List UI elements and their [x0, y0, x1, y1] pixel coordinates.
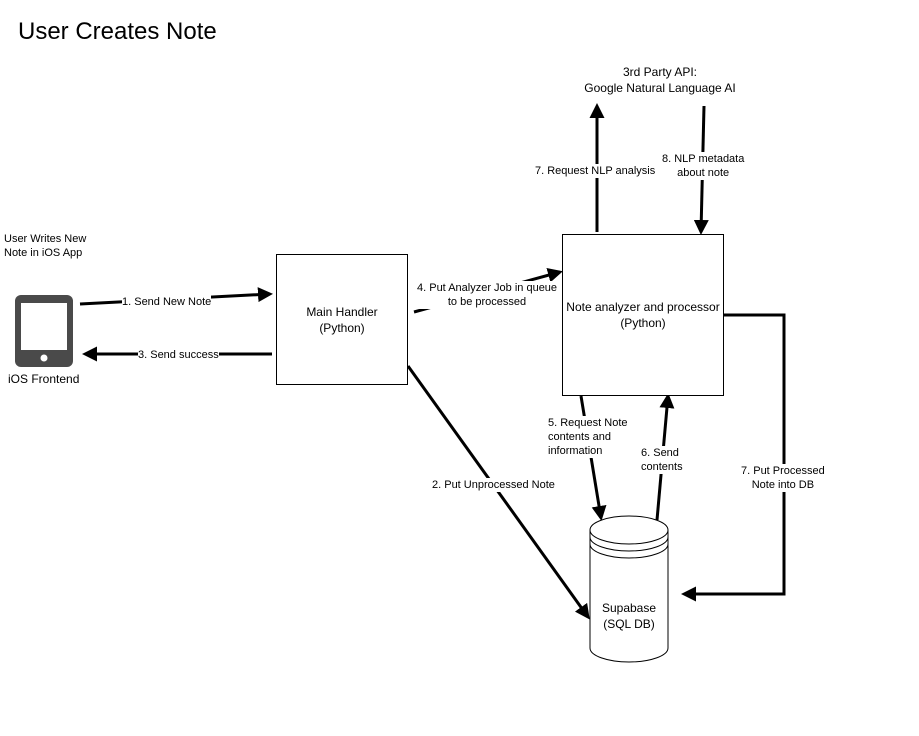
edge-8-label-line1: 8. NLP metadata [662, 153, 745, 165]
edge-8-label-line2: about note [677, 167, 730, 179]
edge-5-label: 5. Request Note contents and information [548, 416, 628, 458]
edge-5-label-line2: contents and [548, 431, 611, 443]
edge-3-label: 3. Send success [138, 348, 219, 362]
actor-caption: User Writes New Note in iOS App [4, 232, 86, 260]
edge-7-request-label: 7. Request NLP analysis [535, 164, 656, 178]
api-title: 3rd Party API: [622, 65, 698, 79]
edge-6-label-line2: contents [641, 461, 683, 473]
edge-6-label-line1: 6. Send [641, 447, 679, 459]
edge-7-put-label: 7. Put Processed Note into DB [741, 464, 825, 492]
edge-6-label: 6. Send contents [641, 446, 683, 474]
main-handler-title: Main Handler [306, 304, 378, 319]
page-title: User Creates Note [18, 18, 217, 45]
analyzer-box: Note analyzer and processor (Python) [562, 234, 724, 396]
edge-4-label: 4. Put Analyzer Job in queue to be proce… [417, 281, 558, 309]
main-handler-subtitle: (Python) [319, 320, 365, 335]
edge-5-label-line3: information [548, 445, 603, 457]
edge-8-label: 8. NLP metadata about note [662, 152, 745, 180]
edge-7-put-arrow [681, 313, 786, 602]
edge-4-label-line1: 4. Put Analyzer Job in queue [417, 282, 558, 294]
edge-5-label-line1: 5. Request Note [548, 417, 628, 429]
database-title: Supabase [601, 601, 657, 615]
api-subtitle: Google Natural Language AI [584, 81, 736, 95]
edge-7-put-label-line2: Note into DB [751, 479, 815, 491]
edge-7-put-label-line1: 7. Put Processed [741, 465, 825, 477]
edge-4-label-line2: to be processed [447, 296, 527, 308]
edge-2-label: 2. Put Unprocessed Note [432, 478, 555, 492]
ios-device-icon [15, 295, 73, 367]
third-party-api-label: 3rd Party API: Google Natural Language A… [560, 64, 760, 96]
analyzer-subtitle: (Python) [620, 316, 666, 330]
database-cylinder [589, 515, 669, 663]
actor-caption-line2: Note in iOS App [4, 247, 83, 259]
ios-frontend-label: iOS Frontend [8, 372, 80, 386]
edge-1-label: 1. Send New Note [122, 295, 212, 309]
database-label: Supabase (SQL DB) [590, 600, 668, 632]
main-handler-box: Main Handler (Python) [276, 254, 408, 385]
database-subtitle: (SQL DB) [603, 617, 655, 631]
actor-caption-line1: User Writes New [4, 233, 87, 245]
analyzer-title: Note analyzer and processor [566, 300, 720, 314]
